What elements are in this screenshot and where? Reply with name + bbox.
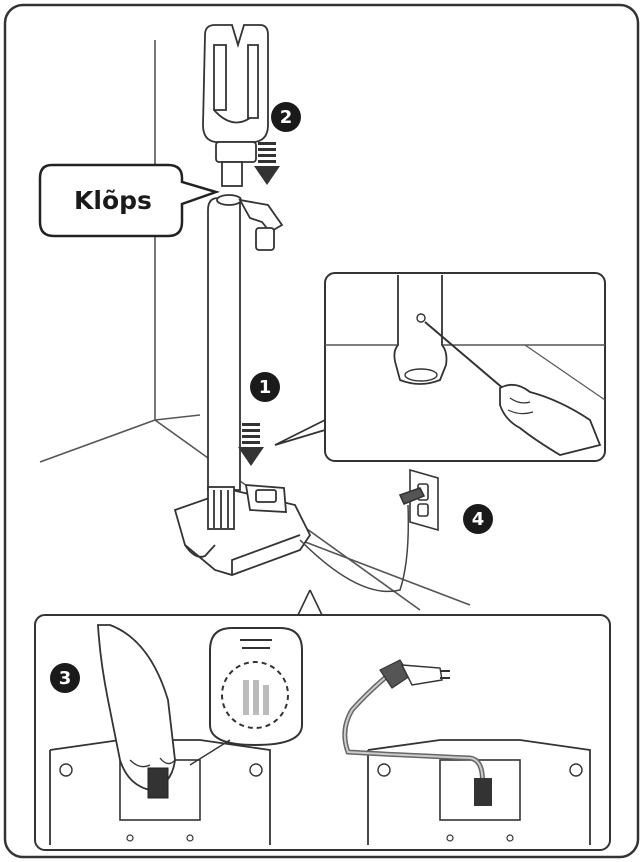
base-station [173, 484, 312, 576]
arrow-step1 [238, 423, 264, 466]
wall-outlet [398, 468, 439, 532]
click-callout-label: Klõps [74, 185, 152, 215]
handheld-vacuum [202, 24, 269, 187]
power-cord [299, 504, 410, 593]
step-2-badge: 2 [271, 102, 301, 132]
step-4-badge: 4 [463, 504, 493, 534]
screw-inset-panel [274, 272, 606, 462]
callout-bubble [38, 163, 221, 238]
zoom-lines [297, 589, 323, 616]
cord-routing-panel [34, 614, 611, 851]
step-1-badge: 1 [250, 372, 280, 402]
arrow-step2 [254, 142, 280, 185]
step-3-badge: 3 [50, 663, 80, 693]
